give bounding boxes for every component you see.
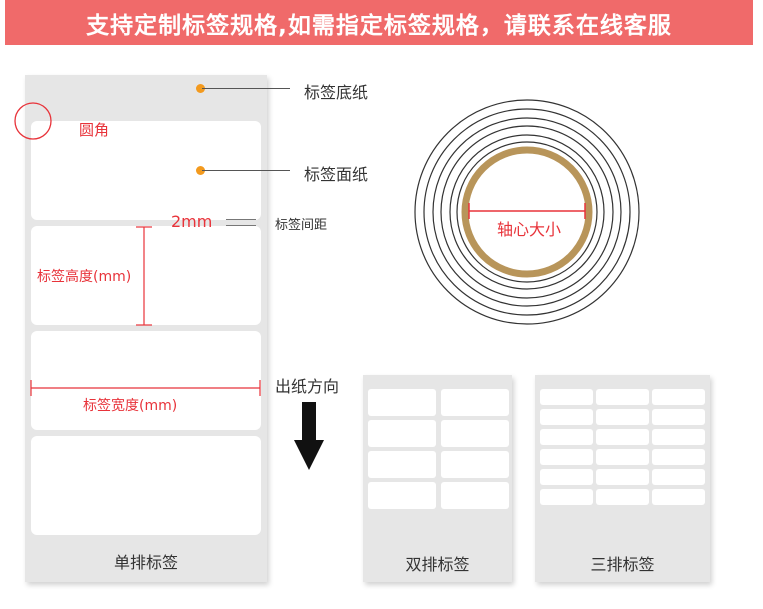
triple-label <box>652 389 705 405</box>
triple-label <box>652 469 705 485</box>
gap-value: 2mm <box>171 212 213 231</box>
triple-label <box>652 489 705 505</box>
backing-paper-dot <box>196 84 205 93</box>
triple-label <box>652 409 705 425</box>
round-corner-circle <box>14 102 52 140</box>
triple-label <box>540 389 593 405</box>
triple-label <box>596 409 649 425</box>
double-label <box>368 482 436 509</box>
triple-label <box>596 449 649 465</box>
width-dimension <box>30 380 261 396</box>
triple-row-title: 三排标签 <box>590 555 655 574</box>
feed-direction-arrow-icon <box>294 402 324 470</box>
triple-label <box>596 469 649 485</box>
double-label <box>368 420 436 447</box>
triple-label <box>540 449 593 465</box>
width-label: 标签宽度(mm) <box>83 398 178 414</box>
triple-label <box>596 389 649 405</box>
triple-label <box>540 469 593 485</box>
backing-paper-label: 标签底纸 <box>304 83 369 102</box>
label-2 <box>31 226 261 325</box>
triple-label <box>596 429 649 445</box>
face-paper-label: 标签面纸 <box>304 165 369 184</box>
face-paper-dot <box>196 166 205 175</box>
height-label: 标签高度(mm) <box>37 269 132 285</box>
double-label <box>441 451 509 478</box>
label-roll <box>414 99 640 325</box>
header-banner: 支持定制标签规格,如需指定标签规格，请联系在线客服 <box>5 0 753 45</box>
double-label <box>368 389 436 416</box>
double-label <box>441 389 509 416</box>
label-3 <box>31 331 261 430</box>
double-row-strip: 双排标签 <box>363 375 512 582</box>
double-label <box>368 451 436 478</box>
double-label <box>441 482 509 509</box>
core-size-label: 轴心大小 <box>497 220 562 239</box>
single-row-title: 单排标签 <box>113 553 178 572</box>
gap-line-bottom <box>226 225 256 226</box>
triple-label <box>540 429 593 445</box>
triple-row-strip: 三排标签 <box>535 375 710 582</box>
double-label <box>441 420 509 447</box>
feed-direction-label: 出纸方向 <box>275 377 340 396</box>
triple-label <box>652 429 705 445</box>
triple-label <box>596 489 649 505</box>
triple-label <box>652 449 705 465</box>
label-4 <box>31 436 261 535</box>
triple-label <box>540 489 593 505</box>
gap-label: 标签间距 <box>275 218 328 233</box>
face-paper-line <box>202 170 290 171</box>
backing-paper-line <box>202 88 290 89</box>
gap-line-top <box>226 219 256 220</box>
single-row-strip: 单排标签 <box>25 75 267 582</box>
height-dimension <box>136 226 152 326</box>
round-corner-label: 圆角 <box>79 121 110 139</box>
triple-label <box>540 409 593 425</box>
double-row-title: 双排标签 <box>405 555 470 574</box>
